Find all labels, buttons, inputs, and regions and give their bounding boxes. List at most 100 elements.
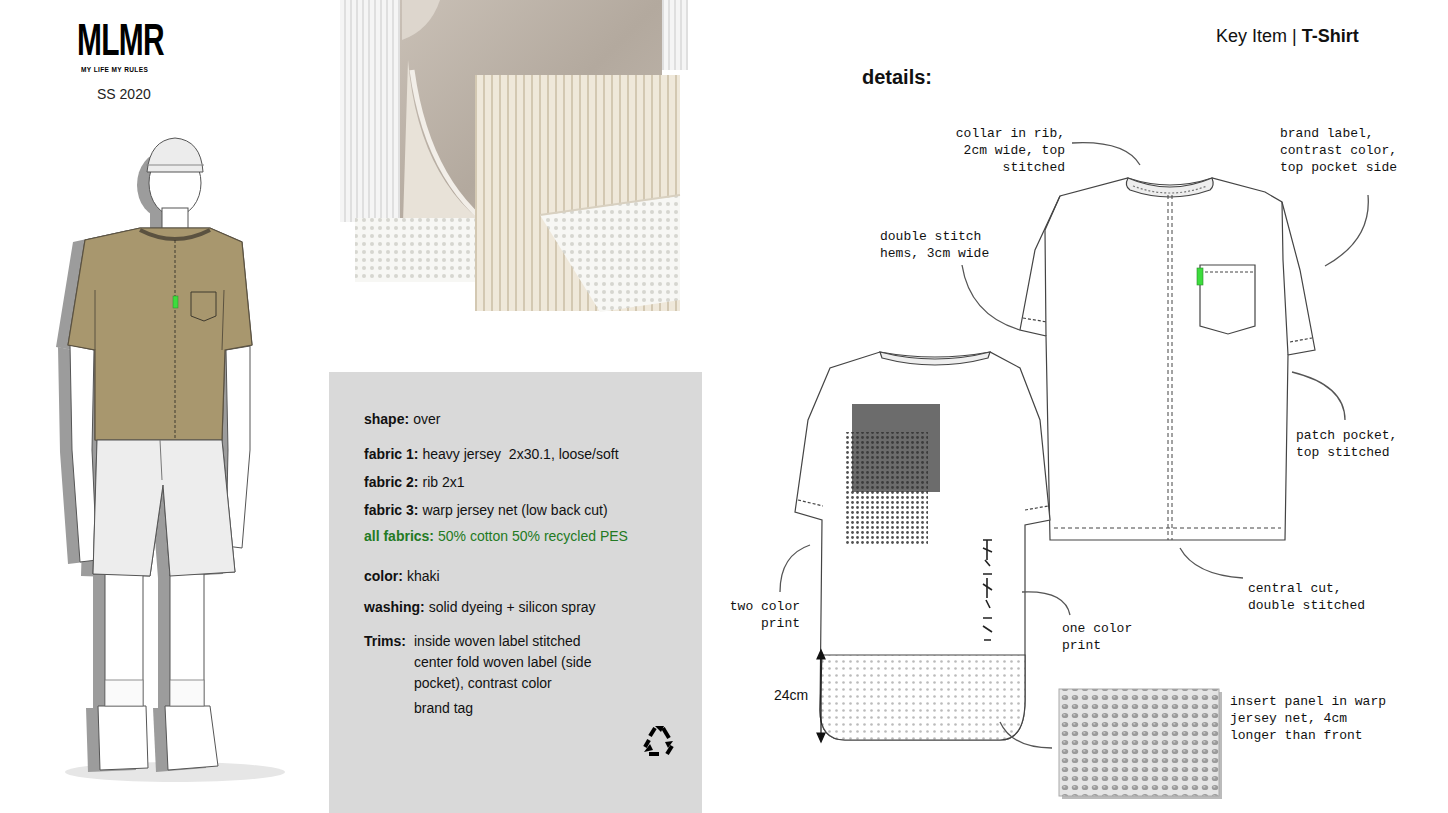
- callout: collar in rib, 2cm wide, top stitched: [951, 125, 1065, 176]
- leader-line-part: [1072, 143, 1140, 165]
- spec-row: washing:solid dyeing + silicon spray: [364, 598, 596, 616]
- fashion-figure-part: [93, 440, 235, 576]
- brand-logo: MLMR: [77, 18, 164, 62]
- callout: insert panel in warp jersey net, 4cm lon…: [1230, 693, 1398, 744]
- callout: brand label, contrast color, top pocket …: [1280, 125, 1405, 176]
- tshirt-back: [795, 352, 1050, 740]
- tshirt-front-part: [1168, 195, 1172, 540]
- spec-value: warp jersey net (low back cut): [422, 501, 607, 519]
- tshirt-back-part: [880, 352, 990, 365]
- tshirt-front-part: [1126, 178, 1213, 197]
- leader-line-part: [780, 545, 810, 592]
- spec-row: fabric 3:warp jersey net (low back cut): [364, 501, 608, 519]
- fabric-collage-part: [540, 195, 680, 215]
- tshirt-back-part: [820, 655, 1025, 740]
- season-label: SS 2020: [97, 86, 151, 102]
- spec-value: center fold woven label (side pocket), c…: [414, 652, 636, 694]
- fashion-figure: [56, 138, 285, 782]
- fashion-figure-part: [68, 228, 252, 440]
- spec-key: color:: [364, 567, 403, 585]
- leader-line-part: [1292, 372, 1345, 420]
- spec-key: fabric 1:: [364, 445, 418, 463]
- fashion-figure-part: [170, 680, 204, 706]
- fashion-figure-part: [105, 680, 143, 706]
- fabric-collage: [340, 0, 688, 312]
- spec-key: all fabrics:: [364, 527, 434, 545]
- leader-line-part: [1180, 548, 1243, 578]
- recycle-icon-part: [644, 726, 673, 752]
- brand-slogan: MY LIFE MY RULES: [81, 66, 148, 73]
- tshirt-front-part: [1200, 265, 1255, 334]
- fabric-collage-part: [402, 0, 440, 40]
- mesh-swatch-part: [1059, 689, 1219, 796]
- spec-row: all fabrics:50% cotton 50% recycled PES: [364, 527, 628, 545]
- title-prefix: Key Item |: [1216, 26, 1297, 47]
- spec-value: inside woven label stitched: [414, 631, 636, 652]
- mesh-swatch: [1059, 689, 1222, 799]
- section-heading: details:: [862, 66, 932, 89]
- tshirt-front-part: [1197, 268, 1203, 285]
- spec-value: 50% cotton 50% recycled PES: [438, 527, 628, 545]
- spec-key: fabric 2:: [364, 473, 418, 491]
- dimension-arrow-part: [817, 650, 825, 659]
- dimension-label: 24cm: [774, 687, 808, 703]
- fashion-figure-part: [175, 240, 176, 440]
- recycle-icon-part-part: [655, 726, 664, 732]
- spec-value: rib 2x1: [422, 473, 464, 491]
- callout: two color print: [722, 598, 800, 632]
- tshirt-back-part: [795, 352, 1050, 740]
- callout: central cut, double stitched: [1248, 580, 1373, 614]
- tshirt-back-part-part: [986, 540, 988, 598]
- spec-key: washing:: [364, 598, 425, 616]
- recycle-icon-part-part: [645, 740, 649, 747]
- recycle-icon: [641, 724, 677, 758]
- fashion-figure-part: [160, 440, 162, 480]
- tshirt-back-part: [983, 540, 992, 640]
- spec-panel: shape:over fabric 1:heavy jersey 2x30.1, …: [329, 372, 702, 813]
- recycle-icon-part-part: [644, 744, 653, 752]
- item-title: T-Shirt: [1302, 26, 1359, 47]
- fabric-collage-part: [475, 75, 680, 311]
- spec-value: over: [413, 410, 440, 428]
- fashion-figure-part: [146, 165, 204, 166]
- tshirt-front-part: [1045, 196, 1060, 336]
- spec-row: color:khaki: [364, 567, 440, 585]
- fashion-figure-part: [147, 138, 203, 172]
- recycle-icon-part: [645, 728, 672, 754]
- spec-key: shape:: [364, 410, 409, 428]
- callout: patch pocket, top stitched: [1296, 427, 1406, 461]
- dimension-arrow-part: [820, 656, 821, 736]
- spec-row: shape:over: [364, 410, 440, 428]
- spec-row: fabric 2:rib 2x1: [364, 473, 465, 491]
- fashion-figure-part: [68, 150, 252, 770]
- tshirt-back-part: [845, 432, 928, 545]
- fabric-collage-part: [340, 0, 402, 222]
- recycle-icon-part-part: [665, 741, 673, 748]
- fashion-figure-part: [95, 290, 224, 350]
- tshirt-front-part: [1282, 202, 1288, 355]
- dimension-arrow-part: [817, 733, 825, 742]
- fashion-figure-part: [140, 230, 210, 239]
- dimension-arrow: [817, 650, 825, 742]
- tshirt-front-part: [1133, 186, 1207, 193]
- leader-line-part: [1022, 592, 1070, 615]
- fashion-figure-part: [191, 292, 216, 321]
- spec-key: Trims:: [364, 631, 406, 652]
- tshirt-front: [1020, 178, 1315, 540]
- tshirt-front-part: [1020, 178, 1315, 540]
- recycle-icon-part-part: [649, 752, 659, 756]
- fabric-collage-part: [540, 195, 680, 312]
- leader-line: [780, 143, 1368, 748]
- spec-row: fabric 1:heavy jersey 2x30.1, loose/soft: [364, 445, 619, 463]
- recycle-icon-part-part: [650, 728, 655, 736]
- leader-line-part: [1325, 195, 1368, 266]
- title-row: Key Item |T-Shirt: [1216, 26, 1359, 47]
- spec-key: fabric 3:: [364, 501, 418, 519]
- spec-value: heavy jersey 2x30.1, loose/soft: [422, 445, 618, 463]
- callout: one color print: [1062, 620, 1140, 654]
- tshirt-back-part-part: [983, 540, 992, 640]
- spec-value: solid dyeing + silicon spray: [429, 598, 596, 616]
- recycle-icon-part-part: [663, 728, 669, 738]
- spec-value: brand tag: [414, 698, 636, 719]
